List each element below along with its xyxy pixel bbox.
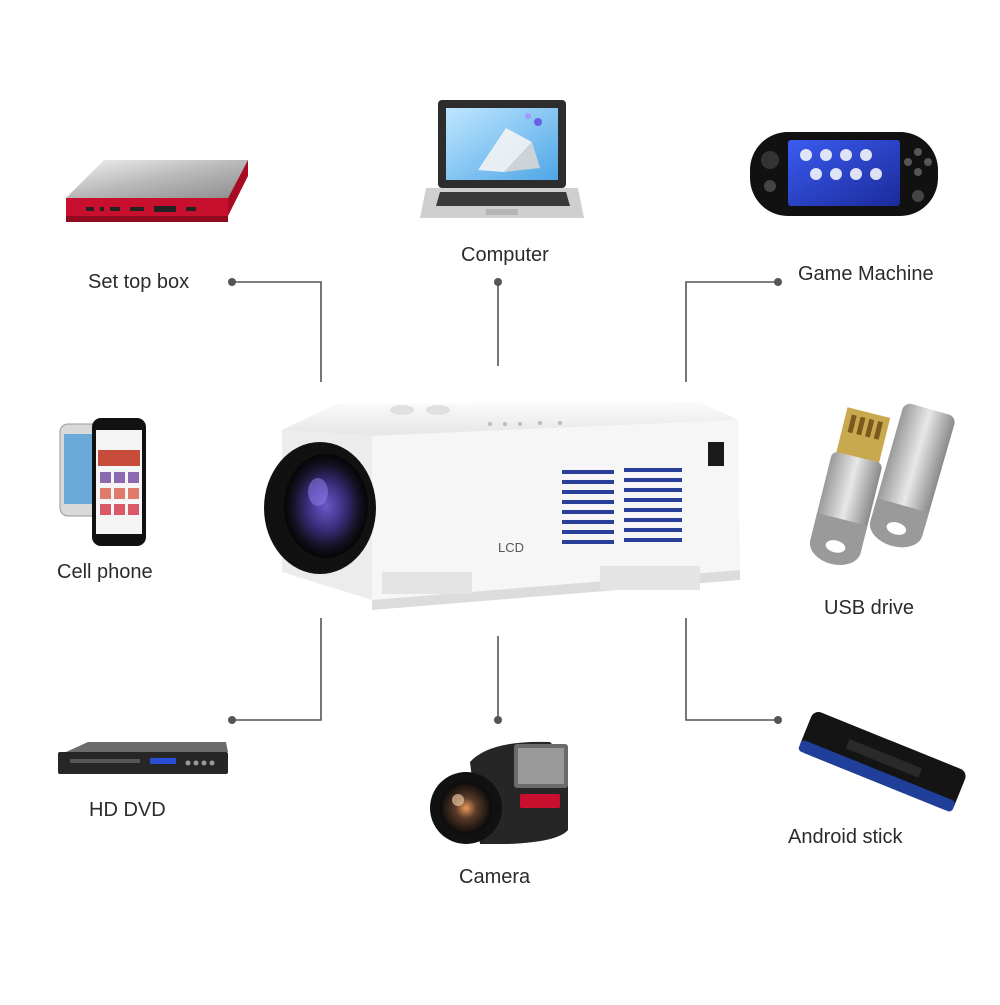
game-machine-image: [750, 132, 938, 216]
label-hd-dvd: HD DVD: [89, 799, 166, 821]
connector-hd-dvd: [232, 618, 322, 721]
label-set-top-box: Set top box: [88, 271, 190, 293]
vent-grille: [562, 468, 682, 544]
hd-dvd-player-image: [58, 742, 228, 774]
laptop-image: [420, 100, 584, 218]
set-top-box-image: [66, 160, 248, 222]
connector-dots: [228, 278, 782, 724]
usb-drive-image: [809, 403, 955, 566]
connector-dot: [774, 278, 782, 286]
label-usb-drive: USB drive: [824, 597, 915, 619]
connector-dot: [494, 716, 502, 724]
connector-lines: [232, 281, 778, 721]
connector-dot: [774, 716, 782, 724]
label-cell-phone: Cell phone: [57, 561, 153, 583]
connector-set-top-box: [232, 281, 322, 382]
label-computer: Computer: [461, 244, 549, 266]
camcorder-image: [430, 741, 568, 844]
android-stick-image: [798, 712, 966, 812]
connector-game-machine: [685, 281, 778, 382]
label-android-stick: Android stick: [788, 826, 903, 848]
connector-dot: [494, 278, 502, 286]
label-camera: Camera: [459, 866, 531, 888]
projector-image: LCD: [264, 402, 740, 610]
connector-dot: [228, 716, 236, 724]
cell-phone-image: [59, 418, 146, 546]
connector-android-stick: [685, 618, 778, 721]
connector-dot: [228, 278, 236, 286]
lcd-badge: LCD: [498, 540, 524, 555]
label-game-machine: Game Machine: [798, 263, 934, 285]
